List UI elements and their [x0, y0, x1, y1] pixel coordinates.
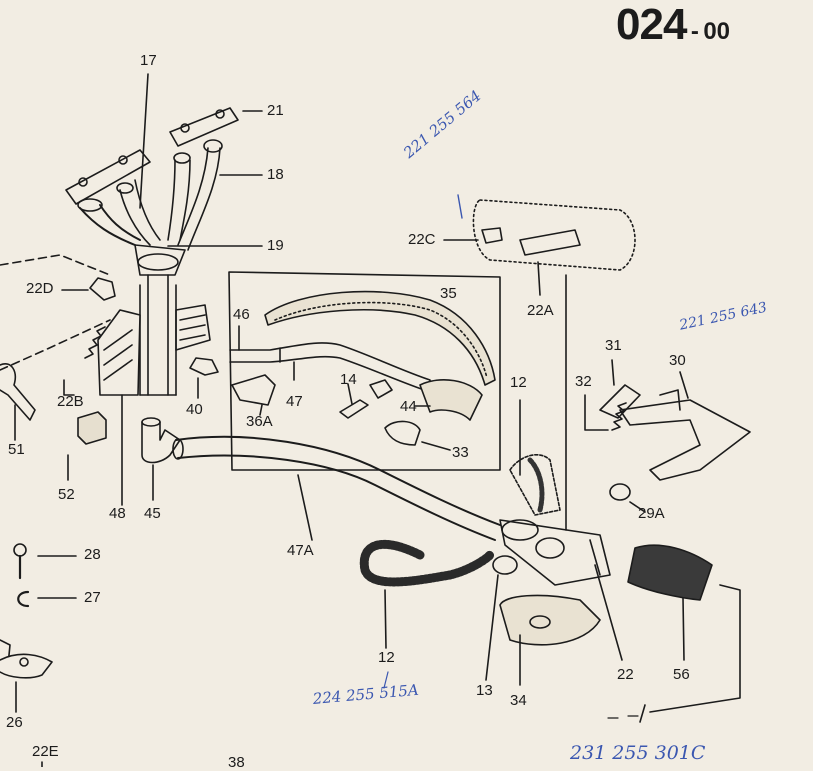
label-22D: 22D [26, 280, 54, 297]
label-13: 13 [476, 682, 493, 699]
label-28: 28 [84, 546, 101, 563]
part-26 [0, 639, 53, 713]
label-26: 26 [6, 714, 23, 731]
leader-17 [139, 73, 149, 209]
label-38: 38 [228, 754, 245, 771]
hose-12-lower [359, 539, 495, 587]
boot-56 [627, 544, 713, 661]
label-21: 21 [267, 102, 284, 119]
label-17: 17 [140, 52, 157, 69]
label-31: 31 [605, 337, 622, 354]
elbow-45 [141, 417, 181, 501]
label-47A: 47A [287, 542, 314, 559]
inset-parts [229, 290, 496, 451]
clamp-13 [485, 555, 518, 681]
label-45: 45 [144, 505, 161, 522]
label-35: 35 [440, 285, 457, 302]
muffler-34 [499, 594, 601, 686]
label-36A: 36A [246, 413, 273, 430]
bracket-22D [0, 254, 116, 301]
hose-47A [172, 435, 501, 541]
spring-32 [611, 402, 627, 431]
grommet-29A [609, 483, 646, 513]
label-29A: 29A [638, 505, 665, 522]
flap-housing-48 [97, 304, 211, 506]
manifold-assembly [65, 107, 239, 396]
label-22: 22 [617, 666, 634, 683]
label-32: 32 [575, 373, 592, 390]
label-30: 30 [669, 352, 686, 369]
label-22B: 22B [57, 393, 84, 410]
label-46: 46 [233, 306, 250, 323]
label-44: 44 [400, 398, 417, 415]
clip-40 [189, 357, 219, 376]
screw-28 [13, 543, 77, 580]
label-52: 52 [58, 486, 75, 503]
label-22A: 22A [527, 302, 554, 319]
detail-inset-frame [228, 271, 501, 471]
hose-12-upper [519, 399, 545, 513]
group-subnumber: 00 [703, 18, 731, 45]
label-14: 14 [340, 371, 357, 388]
group-number: 024 [616, 0, 687, 49]
label-22E: 22E [32, 743, 59, 760]
cylinder-22C-22A [443, 194, 636, 296]
callout-bracket [649, 584, 741, 713]
label-18: 18 [267, 166, 284, 183]
page-group-number: 024 - 00 [616, 0, 730, 50]
clip-27 [17, 590, 77, 608]
handwritten-note-4: 231 255 301C [570, 742, 706, 764]
bracket-30 [619, 371, 751, 481]
lever-51 [0, 363, 36, 421]
label-48: 48 [109, 505, 126, 522]
label-34: 34 [510, 692, 527, 709]
label-27: 27 [84, 589, 101, 606]
label-22C: 22C [408, 231, 436, 248]
label-47: 47 [286, 393, 303, 410]
heater-box-22 [499, 274, 623, 661]
label-12-lower: 12 [378, 649, 395, 666]
rubber-block-52 [67, 411, 107, 481]
label-19: 19 [267, 237, 284, 254]
spring-22B [0, 319, 111, 396]
lever-31 [599, 384, 641, 419]
label-12-upper: 12 [510, 374, 527, 391]
label-51: 51 [8, 441, 25, 458]
label-33: 33 [452, 444, 469, 461]
label-40: 40 [186, 401, 203, 418]
pen-tick-12 [383, 671, 389, 689]
group-separator: - [690, 18, 699, 45]
label-56: 56 [673, 666, 690, 683]
